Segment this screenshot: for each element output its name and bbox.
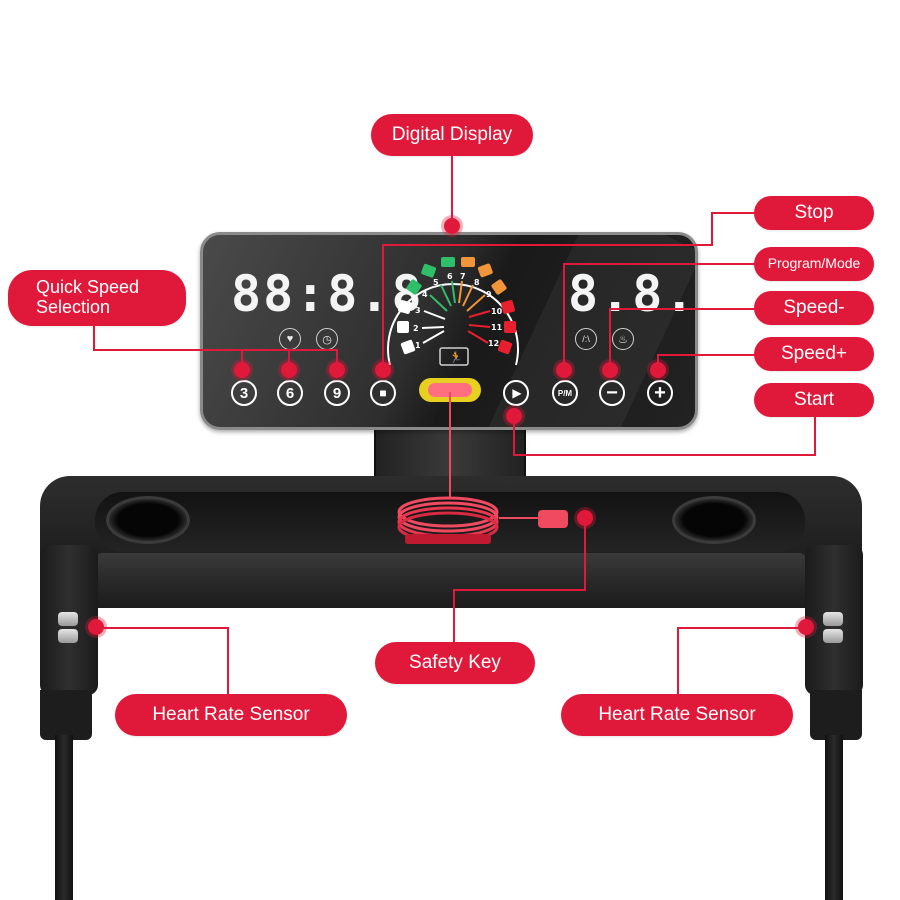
safety-key-cord: [499, 517, 539, 519]
gauge-tick-10: 10: [491, 307, 503, 316]
safety-key-tether: [449, 392, 451, 498]
clock-icon: ◷: [316, 328, 338, 350]
connector-hr-right-a: [678, 627, 806, 629]
safety-key-coil[interactable]: [397, 494, 499, 546]
connector-safety-key-c: [453, 589, 455, 643]
gauge-tick-11: 11: [491, 323, 503, 332]
gauge-tick-5: 5: [433, 278, 439, 287]
quick-speed-6-button[interactable]: 6: [277, 380, 303, 406]
marker-speed-plus: [650, 362, 666, 378]
gauge-tick-12: 12: [488, 339, 499, 348]
marker-hr-left: [88, 619, 104, 635]
heart-rate-sensor-right-label: Heart Rate Sensor: [561, 694, 793, 736]
marker-quick-9: [329, 362, 345, 378]
runner-icon: 🏃: [449, 351, 463, 364]
quick-speed-3-button[interactable]: 3: [231, 380, 257, 406]
connector-start-c: [513, 416, 515, 456]
marker-quick-3: [234, 362, 250, 378]
heart-rate-sensor-left[interactable]: [58, 612, 78, 644]
marker-safety-key: [577, 510, 593, 526]
connector-stop-a: [712, 212, 756, 214]
marker-digital-display: [444, 218, 460, 234]
left-handrail-end: [40, 690, 92, 740]
heart-rate-sensor-right[interactable]: [823, 612, 843, 644]
gauge-tick-4: 4: [422, 290, 428, 299]
gauge-tick-8: 8: [474, 278, 480, 287]
start-button[interactable]: ▶: [503, 380, 529, 406]
connector-start-b: [514, 454, 816, 456]
gauge-tick-2: 2: [413, 324, 419, 333]
program-mode-label: Program/Mode: [754, 247, 874, 281]
connector-start-a: [814, 417, 816, 455]
start-label: Start: [754, 383, 874, 417]
connector-hr-left-b: [227, 627, 229, 695]
time-readout: 88:8.8: [231, 265, 424, 323]
connector-speed-minus-a: [610, 308, 756, 310]
connector-program-mode-b: [563, 263, 565, 368]
speed-plus-label: Speed+: [754, 337, 874, 371]
connector-digital-display: [451, 156, 453, 226]
connector-quick-9: [336, 349, 338, 367]
connector-quick-3: [241, 349, 243, 367]
marker-speed-minus: [602, 362, 618, 378]
gauge-tick-9: 9: [486, 290, 492, 299]
heart-rate-sensor-left-label: Heart Rate Sensor: [115, 694, 347, 736]
stop-button[interactable]: ■: [370, 380, 396, 406]
stop-label: Stop: [754, 196, 874, 230]
marker-hr-right: [798, 619, 814, 635]
speed-readout: 8.8.8: [568, 265, 697, 323]
marker-start: [506, 408, 522, 424]
connector-quick-speed-horizontal: [93, 349, 338, 351]
cup-holder-left: [106, 496, 190, 544]
connector-stop-b: [711, 212, 713, 245]
marker-program-mode: [556, 362, 572, 378]
connector-quick-speed-vertical: [93, 326, 95, 350]
gauge-tick-6: 6: [447, 272, 453, 281]
quick-speed-label-line1: Quick Speed: [36, 277, 140, 298]
speed-plus-button[interactable]: +: [647, 380, 673, 406]
calories-flame-icon: ♨: [612, 328, 634, 350]
program-mode-button[interactable]: P/M: [552, 380, 578, 406]
heart-rate-icon: ♥: [279, 328, 301, 350]
speed-minus-label: Speed-: [754, 291, 874, 325]
connector-hr-left-a: [96, 627, 228, 629]
right-upright: [825, 735, 843, 900]
quick-speed-label-line2: Selection: [36, 297, 111, 317]
digital-display-label: Digital Display: [371, 114, 533, 156]
left-upright: [55, 735, 73, 900]
quick-speed-selection-label: Quick Speed Selection: [8, 270, 186, 326]
connector-hr-right-b: [677, 627, 679, 695]
speed-gauge: 1 2 3 4 5 6 7 8 9 10 11 12 🏃: [387, 257, 519, 366]
marker-stop: [375, 362, 391, 378]
right-handrail-end: [810, 690, 862, 740]
safety-key-clip[interactable]: [538, 510, 568, 528]
incline-road-icon: /:\: [575, 328, 597, 350]
marker-quick-6: [281, 362, 297, 378]
connector-speed-minus-b: [609, 308, 611, 368]
connector-stop-c: [383, 244, 713, 246]
cup-holder-right: [672, 496, 756, 544]
gauge-tick-1: 1: [415, 341, 421, 350]
connector-speed-plus-b: [657, 354, 659, 368]
gauge-tick-3: 3: [415, 306, 421, 315]
gauge-tick-7: 7: [460, 272, 466, 281]
connector-safety-key-a: [584, 518, 586, 590]
connector-program-mode-a: [564, 263, 756, 265]
connector-stop-d: [382, 244, 384, 368]
speed-minus-button[interactable]: −: [599, 380, 625, 406]
connector-safety-key-b: [453, 589, 586, 591]
safety-key-label: Safety Key: [375, 642, 535, 684]
connector-speed-plus-a: [658, 354, 756, 356]
quick-speed-9-button[interactable]: 9: [324, 380, 350, 406]
front-panel: [96, 553, 806, 608]
connector-quick-6: [288, 349, 290, 367]
